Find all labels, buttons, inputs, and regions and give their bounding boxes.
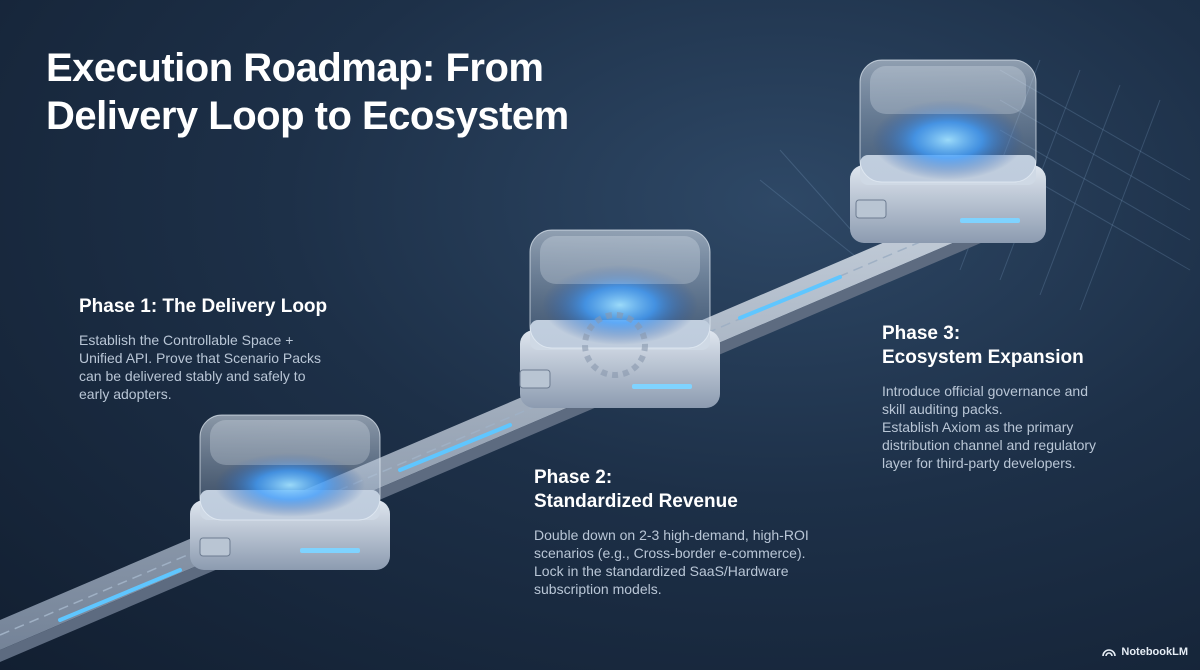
module-phase-1	[190, 414, 390, 570]
phase-2-desc-line: scenarios (e.g., Cross-border e-commerce…	[534, 545, 806, 561]
phase-3-title: Phase 3: Ecosystem Expansion	[882, 322, 1182, 370]
phase-3-desc-line: skill auditing packs.	[882, 401, 1003, 417]
phase-1-desc-line: early adopters.	[79, 386, 172, 402]
phase-1-desc-line: can be delivered stably and safely to	[79, 368, 306, 384]
phase-1-description: Establish the Controllable Space + Unifi…	[79, 331, 409, 403]
phase-3-title-line: Phase 3:	[882, 323, 961, 344]
phase-2-title-line: Standardized Revenue	[534, 491, 738, 512]
phase-3-desc-line: Establish Axiom as the primary	[882, 419, 1074, 435]
phase-2-description: Double down on 2-3 high-demand, high-ROI…	[534, 526, 884, 598]
rail-connectors	[199, 199, 887, 557]
phase-1-block: Phase 1: The Delivery Loop Establish the…	[79, 295, 409, 403]
phase-2-title: Phase 2: Standardized Revenue	[534, 466, 884, 514]
phase-3-description: Introduce official governance and skill …	[882, 382, 1182, 472]
phase-3-desc-line: layer for third-party developers.	[882, 455, 1076, 471]
phase-1-desc-line: Unified API. Prove that Scenario Packs	[79, 350, 322, 366]
notebooklm-logo-icon	[1102, 649, 1117, 657]
brand-watermark: NotebookLM	[1102, 646, 1188, 658]
module-phase-2	[520, 229, 720, 408]
phase-1-desc-line: Establish the Controllable Space +	[79, 332, 294, 348]
brand-label: NotebookLM	[1121, 646, 1188, 658]
phase-2-desc-line: Lock in the standardized SaaS/Hardware	[534, 563, 789, 579]
phase-3-title-line: Ecosystem Expansion	[882, 347, 1084, 368]
page-title: Execution Roadmap: From Delivery Loop to…	[46, 46, 569, 138]
module-phase-3	[850, 59, 1046, 243]
gear-icon	[582, 312, 648, 378]
phase-1-title: Phase 1: The Delivery Loop	[79, 295, 409, 319]
phase-2-desc-line: subscription models.	[534, 581, 662, 597]
phase-2-block: Phase 2: Standardized Revenue Double dow…	[534, 466, 884, 598]
phase-2-title-line: Phase 2:	[534, 467, 613, 488]
phase-3-desc-line: distribution channel and regulatory	[882, 437, 1097, 453]
phase-1-title-line: Phase 1: The Delivery Loop	[79, 296, 328, 317]
phase-3-desc-line: Introduce official governance and	[882, 383, 1088, 399]
phase-3-block: Phase 3: Ecosystem Expansion Introduce o…	[882, 322, 1182, 472]
phase-2-desc-line: Double down on 2-3 high-demand, high-ROI	[534, 527, 809, 543]
